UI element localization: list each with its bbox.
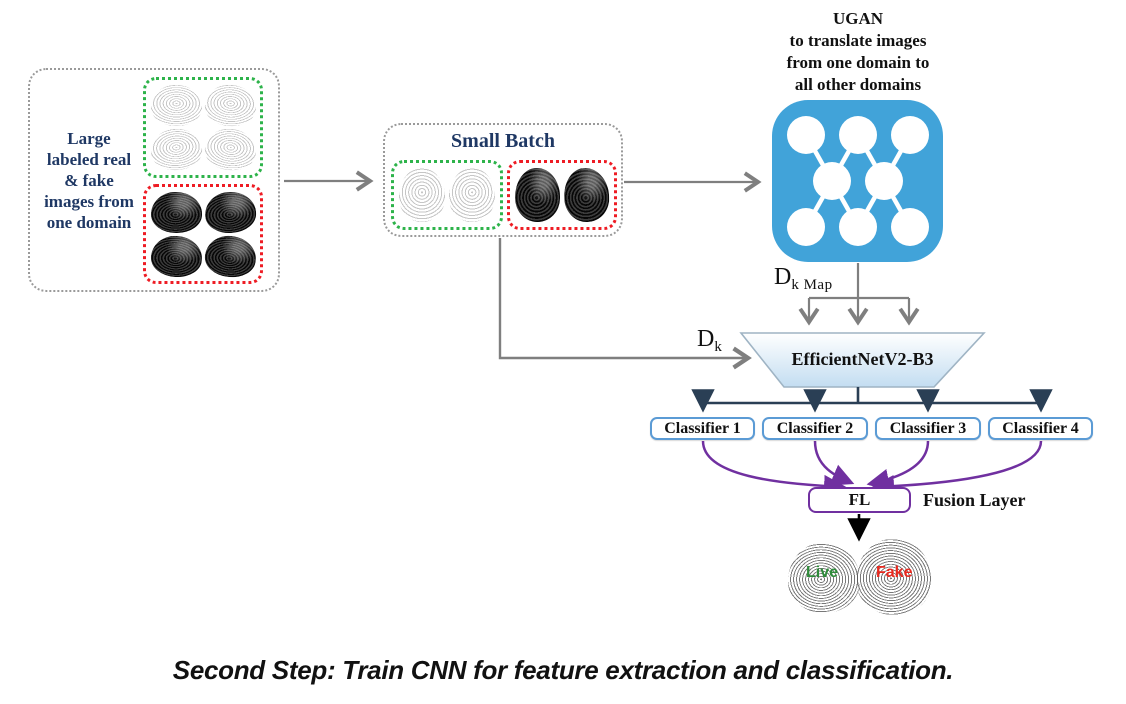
neural-network-icon [787,116,929,246]
fingerprint-image [149,127,203,172]
classifier-1-box: Classifier 1 [650,417,755,440]
fake-label: Fake [876,564,913,581]
fusion-layer-label: Fusion Layer [923,490,1026,510]
classifier-2-box: Classifier 2 [762,417,868,440]
fingerprint-image [562,166,611,224]
fingerprint-image [447,166,497,224]
label-line: from one domain to [786,53,930,72]
fingerprint-image [515,168,560,222]
backbone-label: EfficientNetV2-B3 [791,349,934,369]
fake-images-group [143,184,263,284]
classifier-4-box: Classifier 4 [988,417,1093,440]
figure-caption: Second Step: Train CNN for feature extra… [172,655,954,685]
small-batch-title: Small Batch [451,130,555,152]
fingerprint-image [203,190,257,235]
dk-map-label: Dk Map [774,264,833,294]
real-images-group [143,77,263,178]
arrows-backbone-to-classifiers [691,387,1053,413]
small-batch-real-group [391,160,503,230]
small-batch-box [383,123,623,237]
result-live-fingerprint [788,543,860,613]
dk-sub: k [714,339,723,355]
label-line: UGAN [832,9,884,28]
live-label: Live [806,564,839,581]
classifier-3-box: Classifier 3 [875,417,981,440]
arrows-classifiers-to-fusion [701,440,1043,498]
dk-map-sub: k Map [791,277,833,293]
label-line: & fake [64,171,114,190]
fingerprint-image [202,126,258,173]
dk-map-base: D [774,264,792,290]
label-line: images from [44,192,134,211]
dk-label: Dk [697,326,722,356]
label-line: one domain [46,213,132,232]
label-line: labeled real [46,150,132,169]
ugan-network-tile [772,100,943,262]
source-domain-box [28,68,280,292]
ugan-label: UGAN to translate images from one domain… [738,8,978,96]
source-domain-label: Large labeled real & fake images from on… [34,128,144,233]
label-line: Large [67,129,111,148]
fingerprint-image [399,168,445,222]
fusion-layer-box: FL [808,487,911,513]
label-line: all other domains [794,75,922,94]
small-batch-fake-group [507,160,617,230]
fingerprint-image [149,234,203,278]
fingerprint-image [151,192,202,233]
dk-base: D [697,326,715,352]
fingerprint-image [202,232,257,279]
label-line: to translate images [789,31,927,50]
fingerprint-image [203,83,257,128]
fingerprint-image [151,85,202,126]
